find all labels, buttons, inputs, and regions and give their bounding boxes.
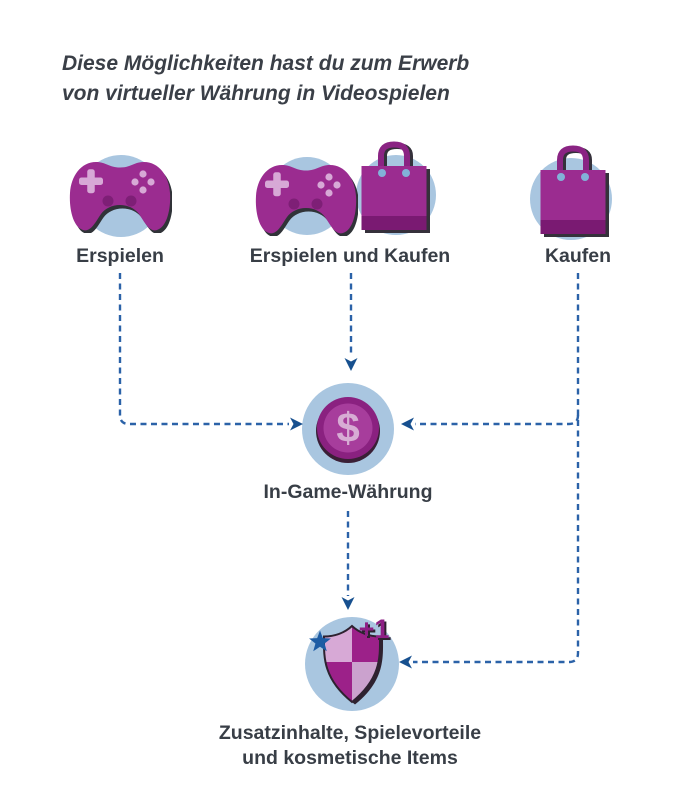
- arrowhead-down-icon: [341, 597, 355, 610]
- source-label-erspielen-und-kaufen: Erspielen und Kaufen: [249, 245, 451, 267]
- title-line1: Diese Möglichkeiten hast du zum Erwerb: [62, 52, 470, 75]
- plus-one-badge-shadow: +1: [361, 616, 392, 646]
- game-controller-icon: [69, 162, 172, 233]
- plus-one-badge: +1: [359, 614, 390, 644]
- shopping-bag-icon: [361, 141, 430, 233]
- arrowhead-left-icon: [401, 417, 414, 431]
- coin-dollar-icon: $: [316, 397, 380, 463]
- dollar-symbol: $: [336, 404, 359, 451]
- currency-label: In-Game-Währung: [263, 481, 433, 503]
- arrowhead-down-icon: [344, 358, 358, 371]
- source-label-kaufen: Kaufen: [544, 245, 612, 267]
- reward-label: Zusatzinhalte, Spielevorteile und kosmet…: [219, 721, 481, 771]
- page-title: Diese Möglichkeiten hast du zum Erwerb v…: [62, 49, 469, 109]
- arrow-line-kaufen-down: [413, 273, 580, 664]
- reward-label-line1: Zusatzinhalte, Spielevorteile: [218, 722, 482, 744]
- source-label-erspielen: Erspielen: [76, 245, 164, 267]
- arrow-line-kaufen-to-coin: [415, 414, 580, 426]
- arrow-line-erspielen-to-coin: [118, 273, 289, 426]
- title-line2: von virtueller Währung in Videospielen: [62, 82, 450, 105]
- star-icon: [309, 630, 331, 652]
- shopping-bag-icon: [540, 145, 609, 237]
- reward-label-line2: und kosmetische Items: [242, 747, 458, 769]
- game-controller-icon: [255, 165, 358, 236]
- shield-icon: +1 +1: [309, 614, 392, 705]
